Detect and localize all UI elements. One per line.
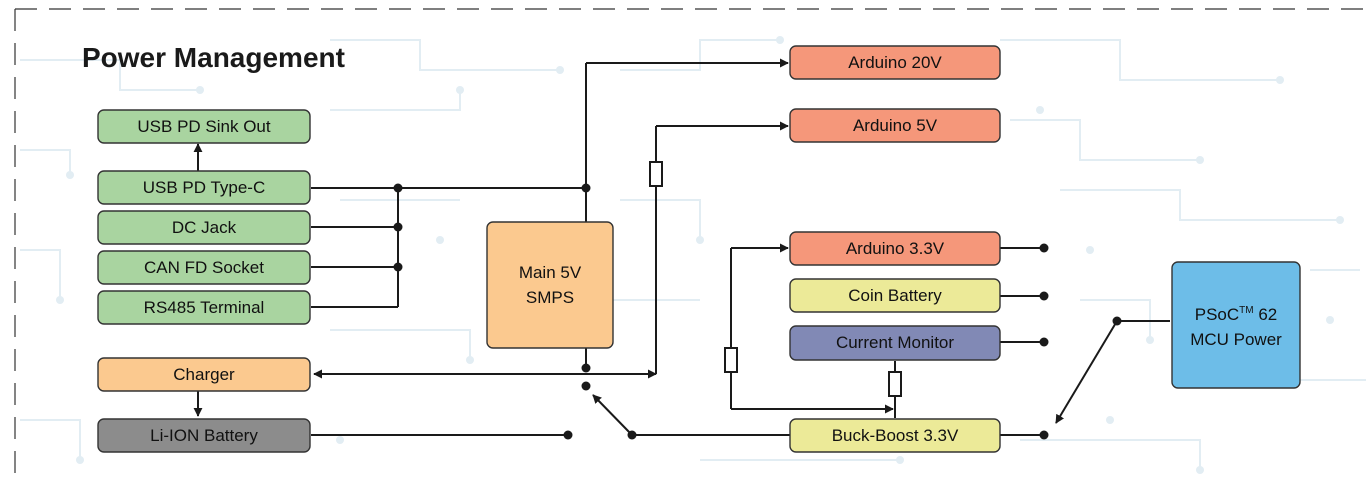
block-li-ion-battery-label: Li-ION Battery — [150, 426, 258, 445]
resistor-33v-loop — [724, 347, 738, 373]
psoc-prefix: PSoC — [1195, 305, 1239, 324]
block-coin-battery: Coin Battery — [789, 278, 1001, 313]
block-can-fd-socket: CAN FD Socket — [97, 250, 311, 285]
block-coin-battery-label: Coin Battery — [848, 286, 942, 305]
block-buck-boost-label: Buck-Boost 3.3V — [832, 426, 959, 445]
resistors — [649, 161, 902, 397]
block-arduino-20v: Arduino 20V — [789, 45, 1001, 80]
block-charger: Charger — [97, 357, 311, 392]
block-buck-boost-3v3: Buck-Boost 3.3V — [789, 418, 1001, 453]
block-psoc-62-mcu-power: PSoCTM 62 MCU Power — [1171, 261, 1301, 389]
block-charger-label: Charger — [173, 365, 235, 384]
block-usb-pd-sink-out-label: USB PD Sink Out — [137, 117, 270, 136]
diagram-title: Power Management — [82, 42, 345, 73]
psoc-trademark: TM — [1239, 305, 1253, 316]
wire-switch-diag-right — [592, 394, 633, 436]
block-psoc-label-2: MCU Power — [1190, 330, 1282, 349]
background-circuit-pads — [56, 36, 1344, 474]
block-arduino-3v3: Arduino 3.3V — [789, 231, 1001, 266]
block-main-smps-label-1: Main 5V — [519, 263, 582, 282]
block-rs485-terminal-label: RS485 Terminal — [144, 298, 265, 317]
connection-lines — [193, 58, 1170, 436]
block-arduino-20v-label: Arduino 20V — [848, 53, 942, 72]
block-li-ion-battery: Li-ION Battery — [97, 418, 311, 453]
block-dc-jack: DC Jack — [97, 210, 311, 245]
block-main-5v-smps: Main 5V SMPS — [486, 221, 614, 349]
resistor-5v — [649, 161, 663, 187]
block-usb-pd-type-c: USB PD Type-C — [97, 170, 311, 205]
block-arduino-5v: Arduino 5V — [789, 108, 1001, 143]
background-circuit-pattern — [20, 39, 1366, 470]
block-psoc-label-1: PSoCTM 62 — [1195, 305, 1278, 324]
block-arduino-3v3-label: Arduino 3.3V — [846, 239, 945, 258]
dashed-border — [14, 8, 1366, 479]
block-rs485-terminal: RS485 Terminal — [97, 290, 311, 325]
block-current-monitor: Current Monitor — [789, 325, 1001, 361]
wire-psoc-diag — [1055, 320, 1118, 424]
block-usb-pd-type-c-label: USB PD Type-C — [143, 178, 266, 197]
resistor-current-monitor — [888, 371, 902, 397]
block-arduino-5v-label: Arduino 5V — [853, 116, 938, 135]
psoc-suffix: 62 — [1254, 305, 1278, 324]
junction-dots — [393, 183, 1122, 440]
block-main-smps-label-2: SMPS — [526, 288, 574, 307]
block-usb-pd-sink-out: USB PD Sink Out — [97, 109, 311, 144]
block-current-monitor-label: Current Monitor — [836, 333, 954, 352]
switch-contact — [581, 363, 591, 391]
block-dc-jack-label: DC Jack — [172, 218, 237, 237]
block-can-fd-socket-label: CAN FD Socket — [144, 258, 264, 277]
